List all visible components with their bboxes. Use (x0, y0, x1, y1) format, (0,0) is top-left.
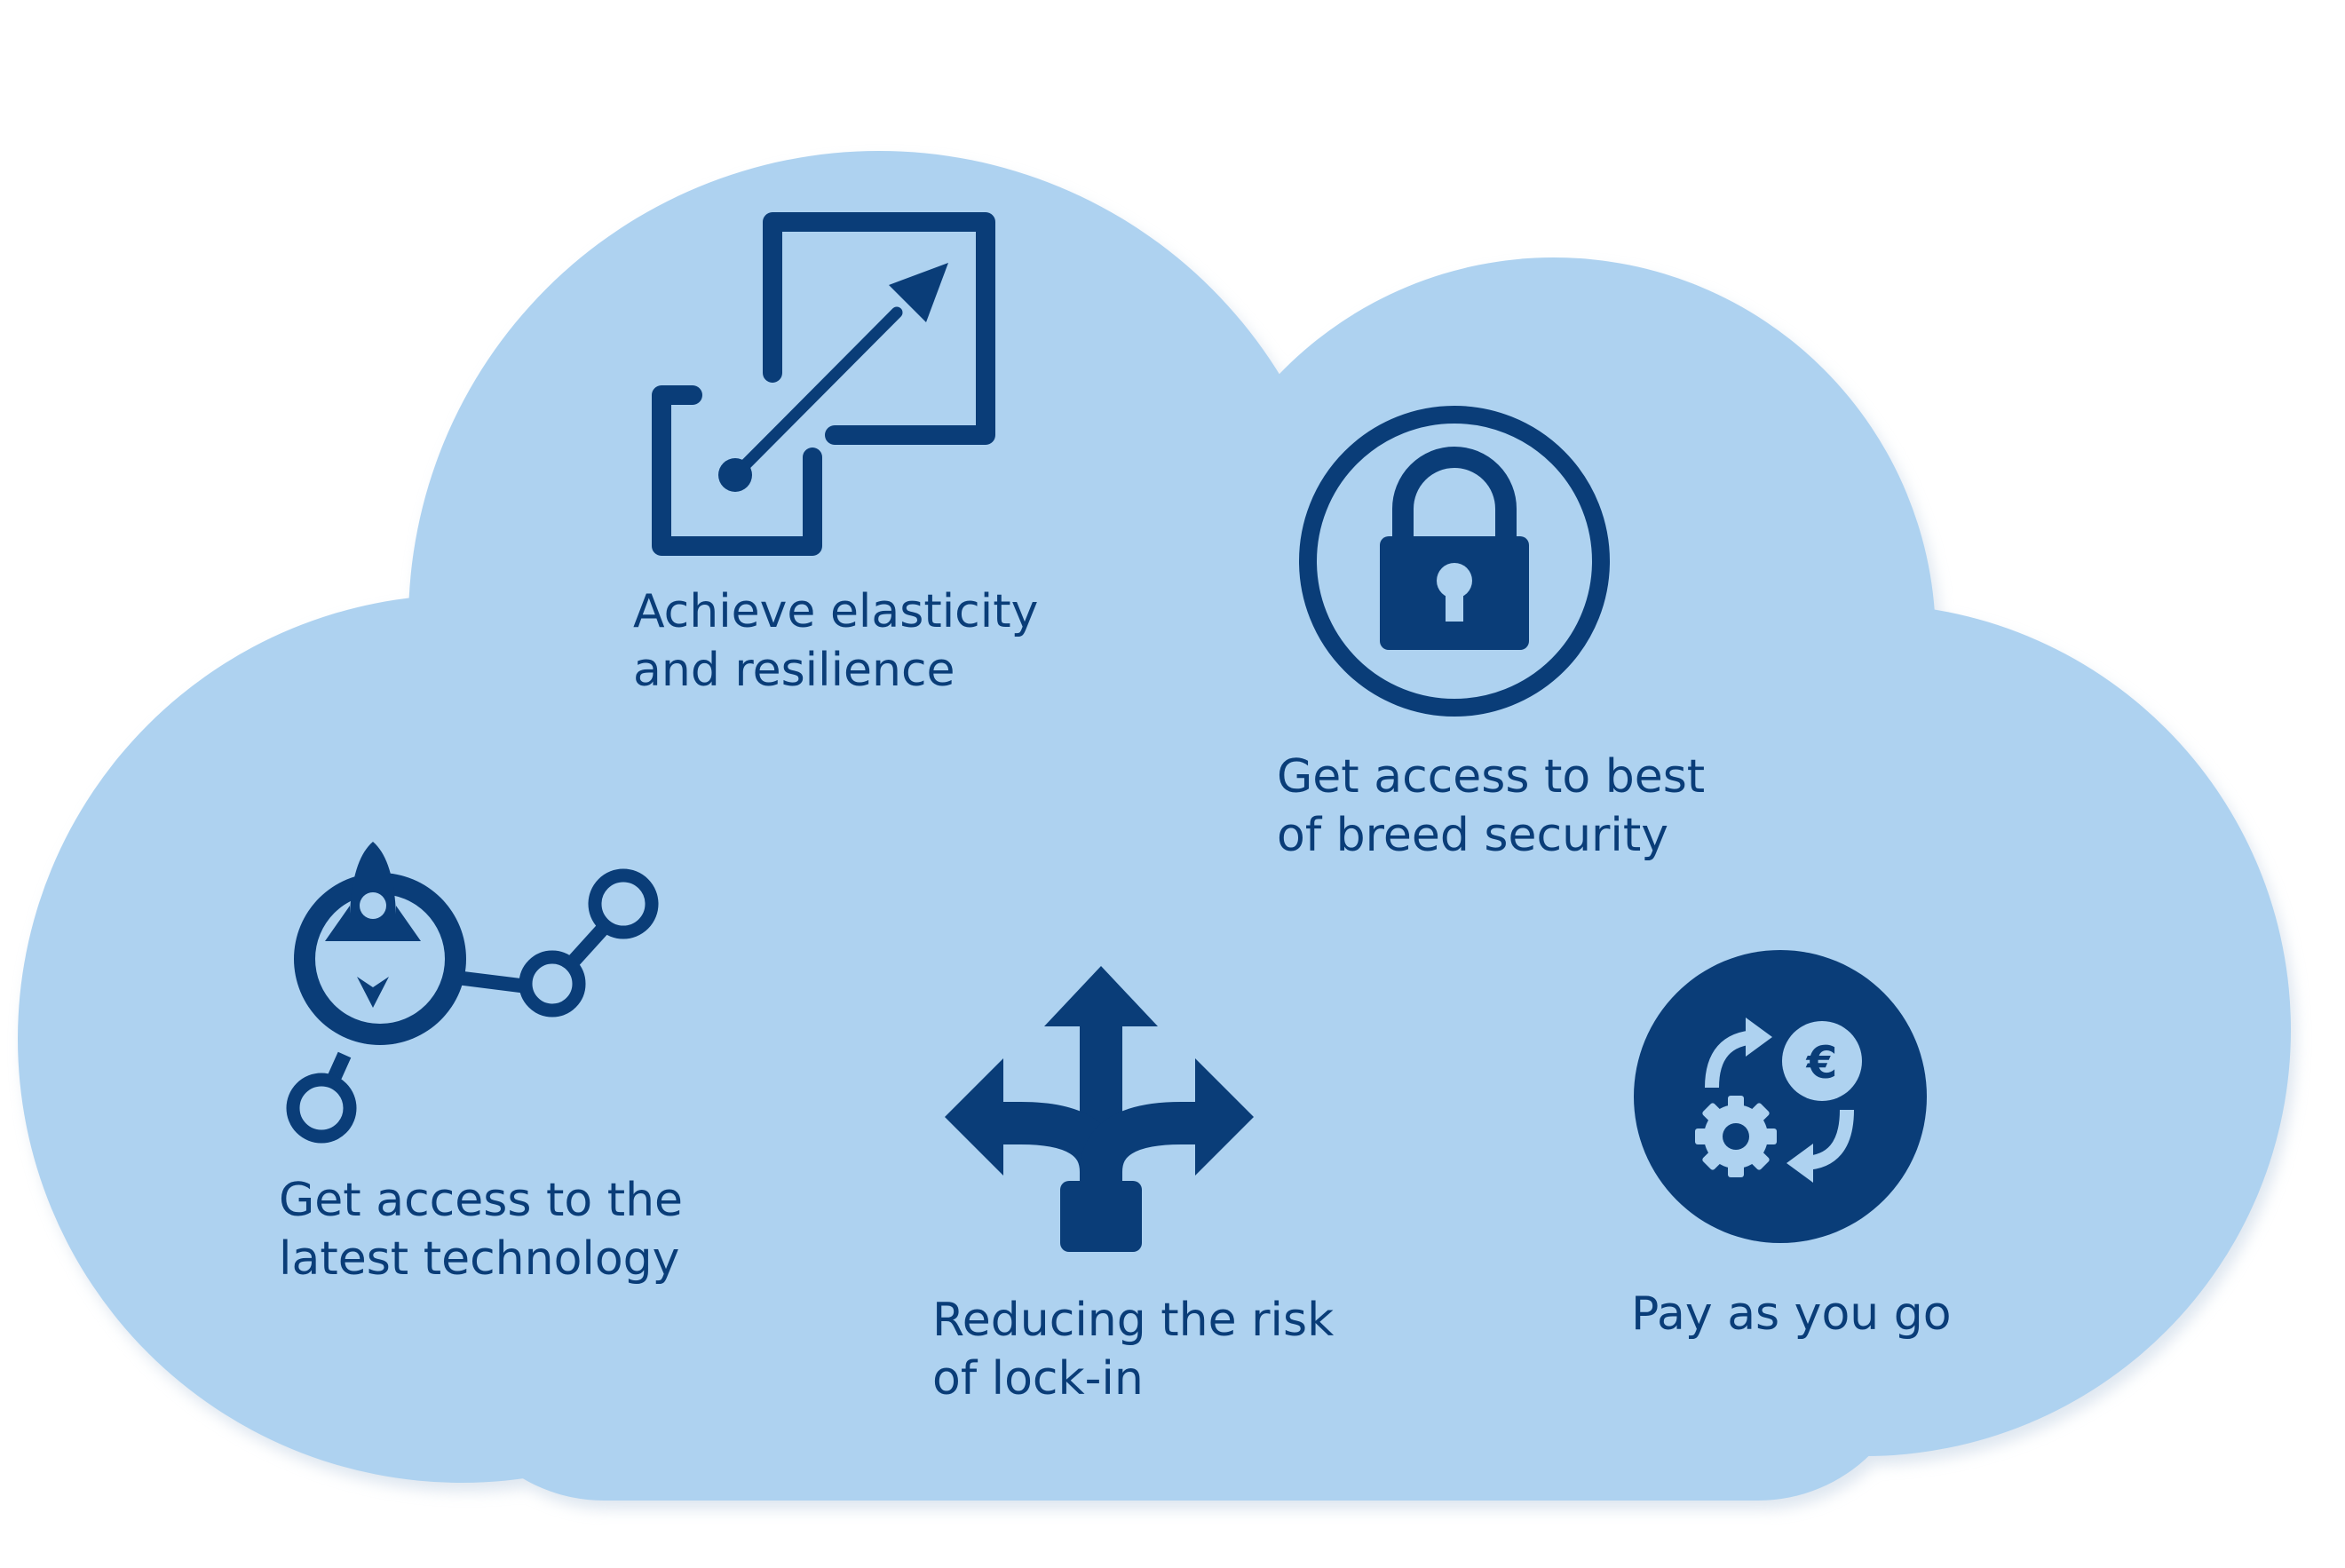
caption-line: of breed security (1277, 809, 1669, 862)
caption-line: Pay as you go (1631, 1287, 1952, 1341)
rocket-icon (325, 842, 421, 1008)
euro-symbol: € (1806, 1037, 1838, 1089)
caption-line: latest technology (279, 1232, 680, 1286)
rocket-network-icon (286, 842, 659, 1144)
padlock-icon (1299, 406, 1610, 717)
euro-cycle-gear-icon: € (1634, 950, 1927, 1243)
scale-expand-arrow-icon (652, 212, 995, 556)
caption-security: Get access to best of breed security (1277, 748, 1705, 865)
caption-line: Achieve elasticity (633, 585, 1039, 638)
caption-pay-as-you-go: Pay as you go (1631, 1285, 1952, 1343)
caption-line: Reducing the risk (932, 1294, 1335, 1347)
caption-technology: Get access to the latest technology (279, 1171, 683, 1288)
caption-line: of lock-in (932, 1352, 1144, 1406)
caption-elasticity: Achieve elasticity and resilience (633, 582, 1038, 700)
cycle-arrows-icon (1705, 1018, 1854, 1183)
diverging-arrows-icon (945, 966, 1254, 1252)
caption-lock-in: Reducing the risk of lock-in (932, 1291, 1334, 1408)
caption-line: Get access to best (1277, 750, 1706, 804)
caption-line: and resilience (633, 644, 955, 697)
gear-icon (1695, 1096, 1777, 1177)
caption-line: Get access to the (279, 1174, 684, 1227)
